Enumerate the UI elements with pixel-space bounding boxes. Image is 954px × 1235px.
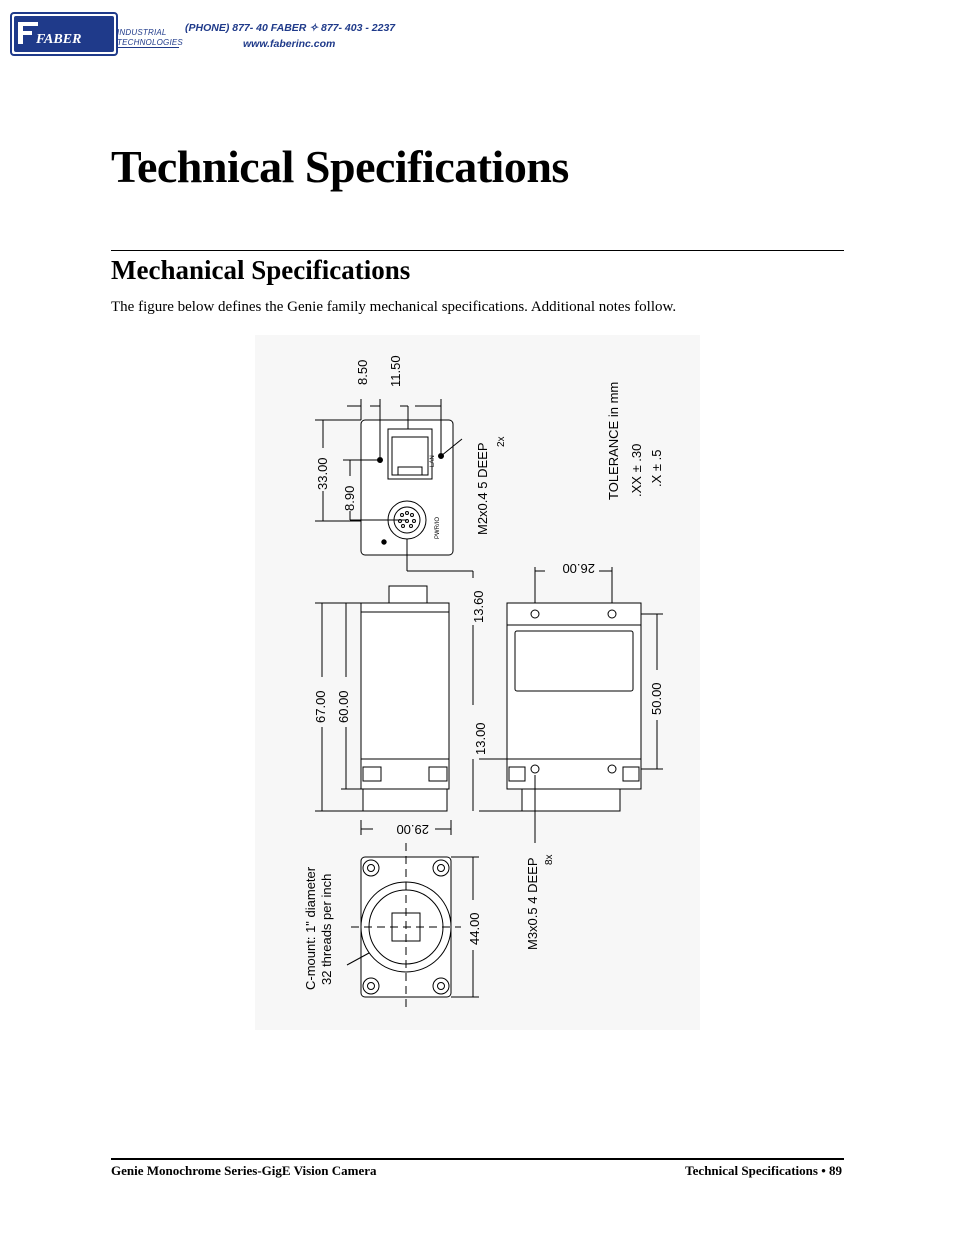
cmount-note-line2: 32 threads per inch xyxy=(319,874,334,985)
dim-44-00: 44.00 xyxy=(467,912,482,945)
dim-8-90: 8.90 xyxy=(342,486,357,511)
lens-mount-view: 29.00 44.00 C-mount: 1" diameter 32 thre… xyxy=(303,820,482,1011)
dim-11-50: 11.50 xyxy=(388,355,403,387)
footer-divider xyxy=(111,1158,844,1160)
footer-document-title: Genie Monochrome Series-GigE Vision Came… xyxy=(111,1163,377,1178)
tolerance-xx: .XX ± .30 xyxy=(629,444,644,497)
header-phone: (PHONE) 877- 40 FABER ✧ 877- 403 - 2237 xyxy=(185,22,396,34)
lan-port-label: LAN xyxy=(430,455,436,467)
page-title: Technical Specifications xyxy=(111,141,569,192)
section-title: Mechanical Specifications xyxy=(111,255,411,285)
m2-thread-note: M2x0.4 5 DEEP xyxy=(475,443,490,536)
dim-8-50: 8.50 xyxy=(355,360,370,385)
front-view: 26.00 50.00 13.00 M3x0.5 4 DEEP 8x xyxy=(472,561,664,951)
dim-67-00: 67.00 xyxy=(313,690,328,723)
side-view: 67.00 60.00 13.60 xyxy=(313,571,486,812)
m3-count: 8x xyxy=(544,854,555,865)
intro-paragraph: The figure below defines the Genie famil… xyxy=(111,299,677,315)
dim-50-00: 50.00 xyxy=(649,682,664,715)
mechanical-drawing: LAN PWR/IO 8.50 11.50 33.00 8.90 M2x0.4 … xyxy=(255,335,700,1030)
logo-sub-technologies: TECHNOLOGIES xyxy=(117,38,183,47)
section-divider xyxy=(111,250,844,251)
cmount-note-line1: C-mount: 1" diameter xyxy=(303,866,318,990)
dim-26-00: 26.00 xyxy=(562,561,595,576)
back-panel-view: LAN PWR/IO 8.50 11.50 33.00 8.90 M2x0.4 … xyxy=(315,355,507,572)
header-website-link[interactable]: www.faberinc.com xyxy=(243,38,336,50)
dim-13-60: 13.60 xyxy=(471,590,486,623)
dim-33-00: 33.00 xyxy=(315,457,330,490)
logo-wordmark: FABER xyxy=(35,32,81,47)
faber-logo: FABER xyxy=(10,12,118,56)
pwr-port-label: PWR/IO xyxy=(435,517,441,539)
logo-sub-industrial: INDUSTRIAL xyxy=(117,28,167,37)
dim-29-00: 29.00 xyxy=(396,822,429,837)
m2-count: 2x xyxy=(496,436,507,447)
m3-thread-note: M3x0.5 4 DEEP xyxy=(525,858,540,951)
logo-underline xyxy=(117,47,179,48)
dim-13-00: 13.00 xyxy=(473,722,488,755)
tolerance-x: .X ± .5 xyxy=(649,450,664,487)
footer-page-info: Technical Specifications • 89 xyxy=(685,1163,842,1178)
dim-60-00: 60.00 xyxy=(336,690,351,723)
tolerance-title: TOLERANCE in mm xyxy=(606,382,621,500)
